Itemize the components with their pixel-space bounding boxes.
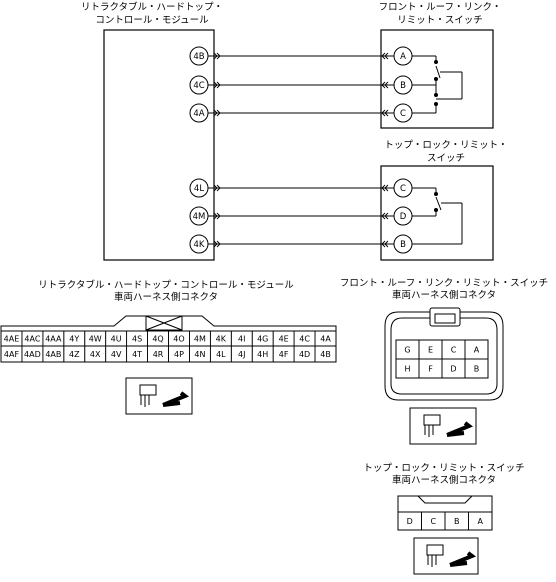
rhm-pin-4x: 4X	[90, 350, 101, 359]
front-connector-latch	[429, 307, 461, 327]
rhm-pin-4d: 4D	[299, 350, 310, 359]
rhm-pin-4h: 4H	[257, 350, 268, 359]
front-connector-face: G E C A H F D B	[384, 307, 504, 401]
front-pin-d: D	[450, 365, 456, 374]
rhm-pin-4k: 4K	[194, 240, 205, 250]
front-pin-cells: G E C A H F D B	[395, 339, 489, 379]
rhm-pin-4m: 4M	[193, 212, 206, 222]
rhm-pins: 4B 4C 4A 4L 4M 4K	[189, 46, 209, 254]
front-pin-a: A	[474, 346, 480, 355]
rhm-cell-border	[314, 345, 337, 363]
rhm-pin-4y: 4Y	[69, 335, 79, 344]
top-cell-border	[468, 511, 493, 531]
rhm-pin-4f: 4F	[279, 350, 289, 359]
rhm-pin-4m: 4M	[194, 335, 206, 344]
top-switch-title-line2: スイッチ	[427, 153, 465, 164]
rhm-pin-4af: 4AF	[4, 350, 20, 359]
rhm-pin-4v: 4V	[111, 350, 122, 359]
front-connector-title-line2: 車両ハーネス側コネクタ	[392, 289, 496, 301]
front-pin-b: B	[474, 365, 480, 374]
front-connector-shell-outer	[384, 311, 504, 401]
rhm-pin-4l: 4L	[194, 184, 204, 194]
harness-view-icon-front	[409, 407, 477, 445]
rhm-pin-4g: 4G	[257, 335, 268, 344]
rhm-pin-4t: 4T	[132, 350, 142, 359]
rhm-pin-4b: 4B	[193, 52, 204, 62]
top-switch-lever	[435, 196, 442, 211]
rhm-connector-title-line1: リトラクタブル・ハードトップ・コントロール・モジュール	[38, 279, 294, 291]
front-connector-title-line1: フロント・ルーフ・リンク・リミット・スイッチ	[340, 278, 548, 289]
rhm-pin-4j: 4J	[238, 350, 245, 359]
rhm-pin-4ac: 4AC	[24, 335, 40, 344]
front-switch-pin-a: A	[400, 52, 406, 62]
rhm-pin-4c: 4C	[193, 81, 204, 91]
front-pin-c: C	[451, 346, 457, 355]
top-pin-c: C	[430, 517, 436, 526]
top-switch-title-line1: トップ・ロック・リミット・	[384, 140, 507, 151]
rhm-connector-face: 4AE 4AC 4AA 4Y 4W 4U 4S 4Q 4O 4M 4K 4I 4G 4E 4C 4A 4AF 4A…	[0, 315, 337, 363]
rhm-module-box	[103, 29, 215, 261]
top-connector-title-line2: 車両ハーネス側コネクタ	[392, 474, 496, 486]
front-switch-dots	[434, 60, 438, 106]
top-pin-b: B	[454, 517, 460, 526]
harness-view-icon-rhm	[125, 377, 193, 415]
top-switch-pin-d: D	[400, 212, 407, 222]
rhm-pin-4ab: 4AB	[45, 350, 61, 359]
front-switch-pin-c: C	[400, 109, 406, 119]
front-switch-title-line2: リミット・スイッチ	[397, 15, 483, 26]
rhm-pin-4p: 4P	[174, 350, 184, 359]
top-switch-box	[380, 165, 494, 261]
front-pin-g: G	[404, 346, 410, 355]
rhm-pin-4b: 4B	[320, 350, 331, 359]
rhm-pin-4a: 4A	[320, 335, 331, 344]
top-switch-dots	[434, 192, 438, 212]
rhm-pin-4q: 4Q	[152, 335, 163, 344]
rhm-pin-4aa: 4AA	[45, 335, 62, 344]
rhm-connector-title-line2: 車両ハーネス側コネクタ	[114, 291, 218, 303]
front-pin-e: E	[428, 346, 433, 355]
rhm-pin-4l: 4L	[216, 350, 226, 359]
rhm-pin-4ad: 4AD	[24, 350, 41, 359]
front-switch-box	[380, 29, 494, 129]
front-switch-lever	[435, 65, 441, 79]
front-connector-shell-inner	[390, 317, 498, 395]
front-pin-f: F	[428, 365, 433, 374]
rhm-title-line1: リトラクタブル・ハードトップ・	[81, 1, 223, 13]
rhm-pin-4r: 4R	[153, 350, 164, 359]
rhm-pin-4e: 4E	[279, 335, 289, 344]
front-cell-border	[464, 358, 489, 379]
rhm-pin-4w: 4W	[89, 335, 102, 344]
rhm-pin-4s: 4S	[132, 335, 142, 344]
top-switch-pin-c: C	[400, 184, 406, 194]
front-switch-title-line1: フロント・ルーフ・リンク・	[379, 2, 502, 13]
rhm-pin-4ae: 4AE	[4, 335, 20, 344]
rhm-title-line2: コントロール・モジュール	[95, 15, 209, 26]
rhm-connector-latch	[145, 315, 183, 331]
rhm-pin-4u: 4U	[111, 335, 122, 344]
connector-marks	[213, 52, 389, 248]
front-switch-pin-b: B	[400, 81, 406, 91]
top-pin-d: D	[407, 517, 413, 526]
top-connector-title-line1: トップ・ロック・リミット・スイッチ	[363, 463, 524, 474]
rhm-pin-4i: 4I	[238, 335, 245, 344]
rhm-pin-cells: 4AE 4AC 4AA 4Y 4W 4U 4S 4Q 4O 4M 4K 4I 4G 4E 4C 4A 4AF 4A…	[0, 330, 337, 363]
rhm-pin-4n: 4N	[194, 350, 205, 359]
rhm-pin-4o: 4O	[173, 335, 184, 344]
front-pin-h: H	[404, 365, 410, 374]
rhm-pin-4z: 4Z	[69, 350, 80, 359]
rhm-pin-4c: 4C	[299, 335, 310, 344]
top-pin-a: A	[478, 517, 484, 526]
wires	[208, 55, 394, 245]
top-switch-pin-b: B	[400, 240, 406, 250]
rhm-pin-4a: 4A	[193, 109, 204, 119]
rhm-pin-4k: 4K	[216, 335, 227, 344]
front-switch-contacts	[412, 55, 463, 114]
harness-view-icon-top	[413, 537, 479, 575]
top-switch-contacts	[412, 187, 463, 245]
